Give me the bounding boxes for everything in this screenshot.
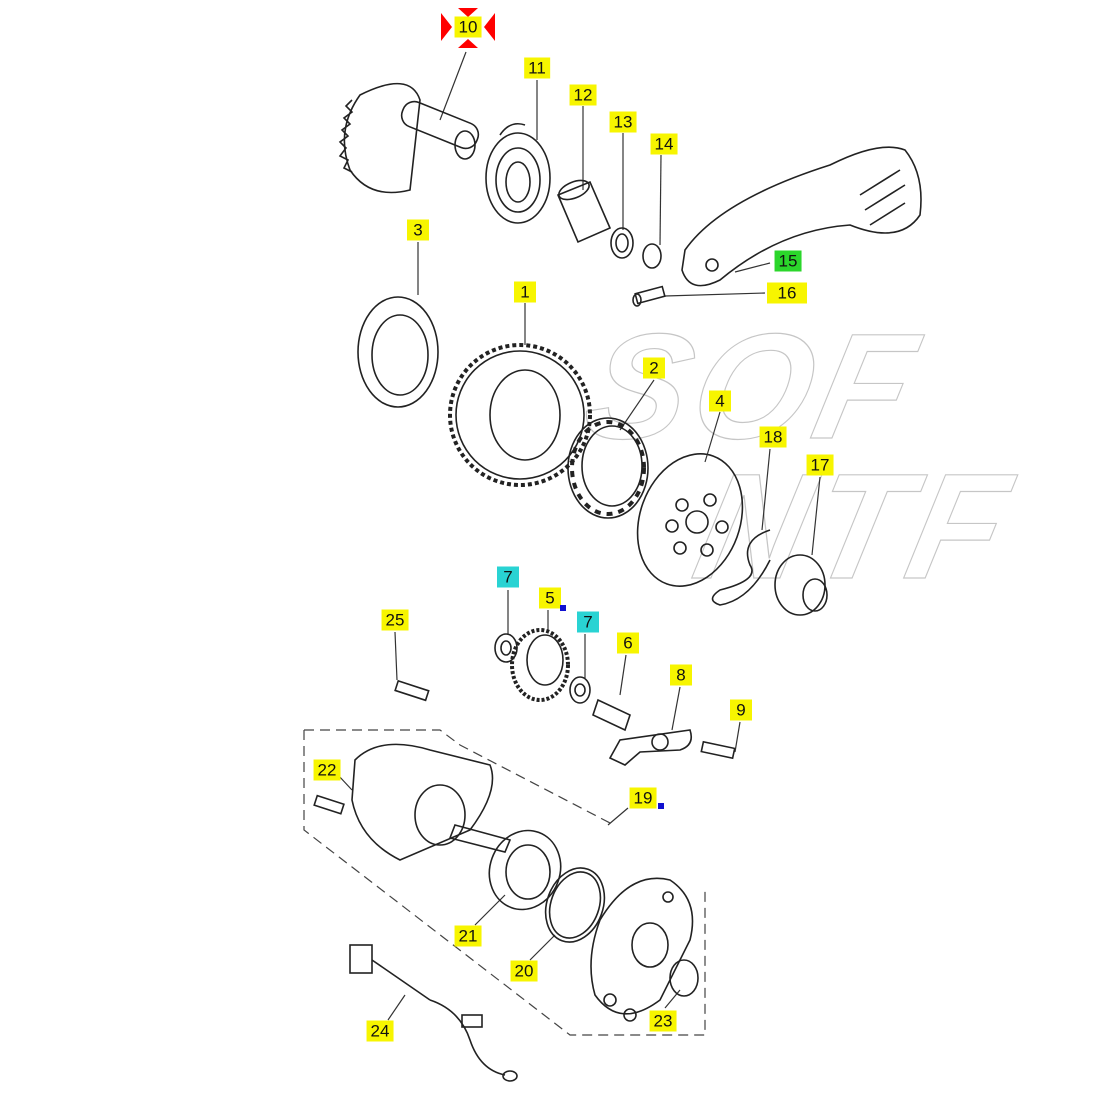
- callout-6[interactable]: 6: [617, 632, 639, 654]
- starter-motor: [351, 743, 512, 861]
- oil-seal: [357, 296, 439, 408]
- bolt-25: [394, 679, 430, 702]
- callout-10[interactable]: 10: [454, 16, 482, 38]
- screw-22: [313, 794, 345, 815]
- callout-5[interactable]: 5: [539, 587, 561, 609]
- note-marker-5: [560, 605, 566, 611]
- callout-20[interactable]: 20: [510, 960, 538, 982]
- starter-pinion: [774, 554, 828, 616]
- screw-9: [700, 740, 736, 760]
- callout-7-b[interactable]: 7: [577, 611, 599, 633]
- callout-16[interactable]: 16: [767, 282, 807, 304]
- starter-end-cover: [590, 877, 694, 1022]
- callout-3[interactable]: 3: [407, 219, 429, 241]
- pin: [592, 698, 631, 732]
- callout-14[interactable]: 14: [650, 133, 678, 155]
- callout-1[interactable]: 1: [514, 281, 536, 303]
- circlip: [642, 243, 662, 269]
- assembly-group-outline: [303, 729, 706, 1036]
- callout-12[interactable]: 12: [569, 84, 597, 106]
- o-ring-23: [669, 959, 699, 997]
- starter-cable: [349, 944, 518, 1082]
- selection-marker: [441, 8, 495, 48]
- callout-23[interactable]: 23: [649, 1010, 677, 1032]
- callout-24[interactable]: 24: [366, 1020, 394, 1042]
- washer: [610, 227, 634, 259]
- gear-bracket: [608, 729, 693, 766]
- o-ring-20: [544, 867, 606, 943]
- callout-9[interactable]: 9: [730, 699, 752, 721]
- callout-2[interactable]: 2: [643, 357, 665, 379]
- callout-15[interactable]: 15: [774, 250, 802, 272]
- callout-19[interactable]: 19: [629, 787, 657, 809]
- callout-8[interactable]: 8: [670, 664, 692, 686]
- callout-25[interactable]: 25: [381, 609, 409, 631]
- spring-clip: [711, 529, 771, 606]
- intermediate-gear: [510, 628, 570, 702]
- callout-21[interactable]: 21: [454, 925, 482, 947]
- brush-holder-plate: [488, 829, 562, 911]
- callout-17[interactable]: 17: [806, 454, 834, 476]
- bolt: [632, 285, 666, 307]
- bushing: [556, 179, 612, 244]
- callout-7-a[interactable]: 7: [497, 566, 519, 588]
- callout-13[interactable]: 13: [609, 111, 637, 133]
- washer-7b: [569, 676, 591, 704]
- note-marker-19: [658, 803, 664, 809]
- callout-18[interactable]: 18: [759, 426, 787, 448]
- kick-spring: [485, 122, 551, 224]
- callout-4[interactable]: 4: [709, 390, 731, 412]
- kick-start-gear-shaft: [338, 82, 480, 194]
- callout-11[interactable]: 11: [524, 57, 550, 79]
- starter-clutch-housing: [636, 453, 744, 587]
- kick-start-lever: [681, 146, 922, 287]
- callout-22[interactable]: 22: [313, 759, 341, 781]
- one-way-clutch: [567, 417, 649, 519]
- starter-driven-gear: [448, 343, 592, 487]
